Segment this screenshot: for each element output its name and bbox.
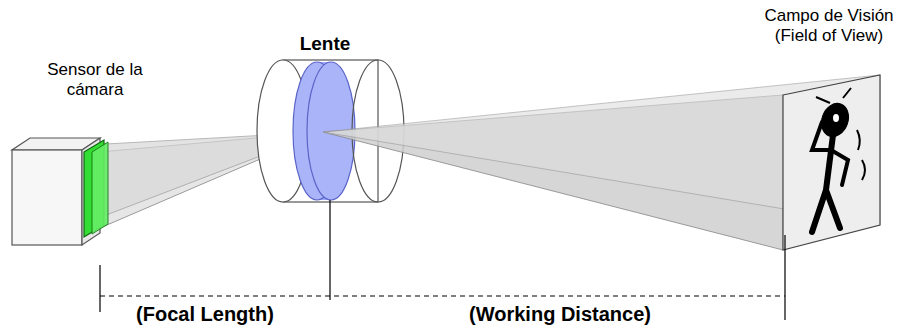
dimension-label: (Working Distance) (466, 303, 654, 326)
node-label: Sensor de la cámara (35, 60, 155, 99)
node-heading: Lente (280, 33, 370, 55)
node-heading: Campo de Visión (Field of View) (759, 6, 899, 45)
node-label: Lente (280, 33, 370, 55)
dimension-label: (Focal Length) (133, 303, 277, 326)
node-heading: Sensor de la cámara (35, 60, 155, 99)
sensor-symbol (84, 140, 108, 237)
node-label: Campo de Visión (Field of View) (759, 6, 899, 45)
dimension-line (100, 200, 785, 320)
field-of-view-plane (783, 75, 880, 250)
